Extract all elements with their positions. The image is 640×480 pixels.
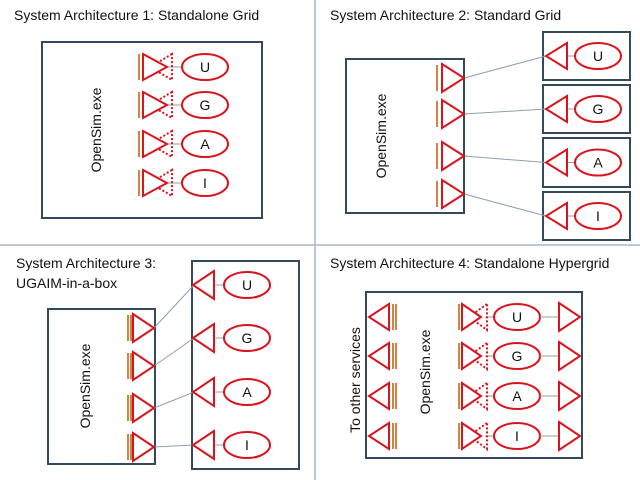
q3-service-U-label: U: [242, 277, 252, 293]
q4-triangle: [461, 381, 483, 411]
q3-network-line: [153, 337, 195, 367]
q3-service-U-ellipse: [223, 271, 271, 299]
q4-hyper-triangle: [558, 420, 582, 452]
q3-ugaim-box: [191, 260, 300, 470]
q1-service-I-label: I: [203, 175, 207, 191]
q3-service-triangle: [191, 376, 215, 408]
q3-opensim-box: [47, 308, 156, 465]
q4-process-label: OpenSim.exe: [417, 329, 433, 414]
q2-service-box-U: [542, 31, 631, 81]
q4-service-G-label: G: [512, 348, 523, 364]
q1-dotted-triangle: [148, 168, 173, 198]
q1-service-G-label: G: [200, 97, 211, 113]
q2-service-triangle: [544, 41, 568, 71]
q1-triangle: [142, 90, 170, 120]
q2-service-triangle: [544, 94, 568, 124]
q4-dotted-triangle: [467, 421, 488, 451]
q2-service-I-ellipse: [574, 202, 622, 230]
q4-hyper-triangle: [558, 301, 582, 333]
q1-service-A-ellipse: [181, 130, 229, 158]
q4-outbound-triangle: [367, 421, 390, 451]
q4-dotted-triangle: [467, 381, 488, 411]
q3-network-line: [153, 284, 195, 329]
q2-service-A-ellipse: [574, 148, 622, 177]
q1-service-I-ellipse: [181, 169, 229, 197]
q2-service-U-label: U: [593, 48, 603, 64]
q2-service-box-I: [542, 191, 631, 241]
q3-process-label: OpenSim.exe: [77, 343, 93, 428]
q3-service-G-label: G: [242, 330, 253, 346]
q3-network-line: [153, 391, 195, 409]
q4-dotted-triangle: [467, 302, 488, 332]
q1-service-A-label: A: [200, 136, 210, 152]
q4-triangle: [461, 421, 483, 451]
q4-outbound-triangle: [367, 381, 390, 411]
q1-dotted-triangle: [148, 90, 173, 120]
q3-service-A-label: A: [242, 384, 252, 400]
q3-service-A-ellipse: [223, 378, 271, 406]
q4-triangle: [461, 341, 483, 371]
q1-triangle: [142, 168, 170, 198]
q2-service-triangle: [544, 201, 568, 231]
q2-service-triangle: [544, 147, 568, 178]
q4-side-label: To other services: [347, 327, 363, 433]
q2-service-I-label: I: [596, 208, 600, 224]
q1-dotted-triangle: [148, 52, 173, 82]
q4-service-A-label: A: [512, 388, 522, 404]
q4-triangle: [461, 302, 483, 332]
q4-service-I-label: I: [515, 428, 519, 444]
q2-service-G-ellipse: [574, 95, 622, 123]
q2-service-U-ellipse: [574, 42, 622, 70]
q1-triangle: [142, 129, 170, 159]
q2-process-label: OpenSim.exe: [373, 93, 389, 178]
q2-triangle: [441, 62, 466, 94]
q3-triangle: [132, 392, 156, 424]
q1-service-G-ellipse: [181, 91, 229, 119]
q1-dotted-triangle: [148, 129, 173, 159]
q1-title: System Architecture 1: Standalone Grid: [14, 7, 259, 23]
q2-network-line: [463, 193, 547, 217]
q3-title-line2: UGAIM-in-a-box: [16, 275, 117, 291]
q3-service-I-ellipse: [223, 431, 271, 459]
q4-service-U-label: U: [512, 309, 522, 325]
q1-service-U-label: U: [200, 59, 210, 75]
q3-title-line1: System Architecture 3:: [16, 255, 156, 271]
q2-service-G-label: G: [593, 101, 604, 117]
q2-triangle: [441, 140, 466, 172]
q1-triangle: [142, 52, 170, 82]
q3-triangle: [132, 350, 156, 382]
q4-outbound-triangle: [367, 302, 390, 332]
q2-network-line: [463, 155, 547, 163]
q4-hyper-triangle: [558, 380, 582, 412]
q3-triangle: [132, 431, 156, 463]
q4-hyper-triangle: [558, 340, 582, 372]
q1-process-label: OpenSim.exe: [88, 87, 104, 172]
q2-network-line: [463, 108, 547, 115]
q1-service-U-ellipse: [181, 53, 229, 81]
q4-opensim-box: [365, 291, 583, 459]
q3-service-G-ellipse: [223, 324, 271, 352]
q3-service-I-label: I: [245, 437, 249, 453]
q4-dotted-triangle: [467, 341, 488, 371]
q1-opensim-box: [41, 41, 263, 219]
q2-service-A-label: A: [593, 155, 603, 171]
q4-title: System Architecture 4: Standalone Hyperg…: [330, 255, 609, 271]
q3-triangle: [132, 312, 156, 344]
q3-service-triangle: [191, 269, 215, 301]
q2-triangle: [441, 98, 466, 130]
q2-opensim-box: [345, 58, 465, 214]
q2-network-line: [463, 55, 547, 79]
q3-service-triangle: [191, 322, 215, 354]
q3-service-triangle: [191, 429, 215, 461]
q2-triangle: [441, 178, 466, 210]
q2-title: System Architecture 2: Standard Grid: [330, 7, 561, 23]
q4-outbound-triangle: [367, 341, 390, 371]
q3-network-line: [153, 444, 195, 448]
